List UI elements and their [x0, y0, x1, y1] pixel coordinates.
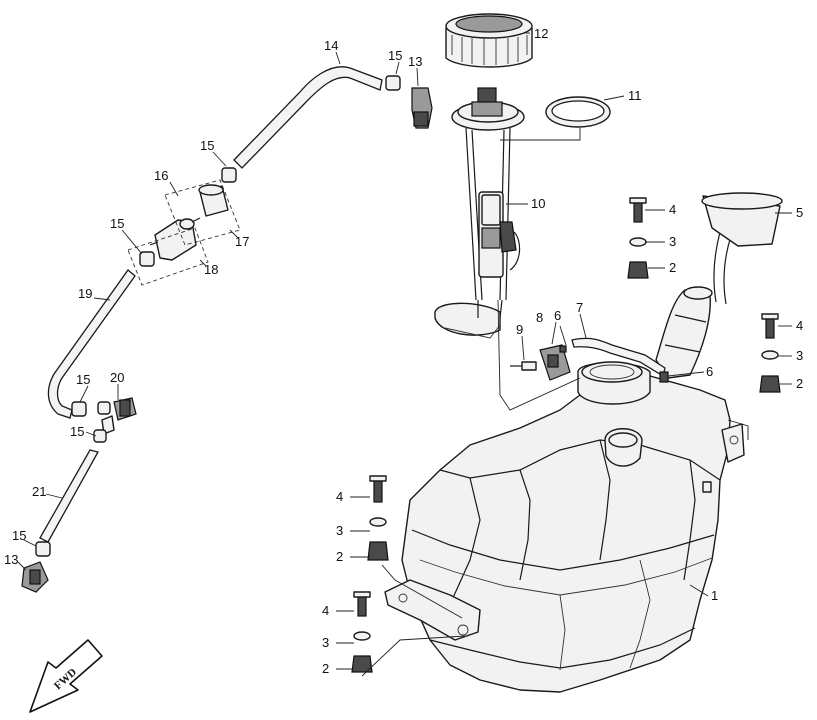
callout-9: 9 [516, 322, 523, 337]
callout-15: 15 [110, 216, 124, 231]
callout-3: 3 [796, 348, 803, 363]
callout-15: 15 [70, 424, 84, 439]
callout-4: 4 [322, 603, 329, 618]
fuel-tank-cap [445, 13, 533, 68]
callout-15: 15 [76, 372, 90, 387]
leader-lines [17, 32, 792, 677]
callout-15: 15 [388, 48, 402, 63]
callout-14: 14 [324, 38, 338, 53]
callout-8: 8 [536, 310, 543, 325]
callout-5: 5 [796, 205, 803, 220]
callout-19: 19 [78, 286, 92, 301]
callout-10: 10 [531, 196, 545, 211]
callout-20: 20 [110, 370, 124, 385]
pump-seal-ring [545, 96, 611, 128]
fuel-pump-assembly [434, 87, 525, 339]
callout-13: 13 [4, 552, 18, 567]
callout-6: 6 [554, 308, 561, 323]
callout-21: 21 [32, 484, 46, 499]
rollover-valve [510, 337, 669, 383]
callout-12: 12 [534, 26, 548, 41]
callout-4: 4 [336, 489, 343, 504]
callout-2: 2 [322, 661, 329, 676]
callout-3: 3 [669, 234, 676, 249]
forward-direction-arrow: FWD [29, 639, 103, 713]
callout-1: 1 [711, 588, 718, 603]
filler-neck-assembly [655, 192, 783, 379]
callout-7: 7 [576, 300, 583, 315]
callout-15: 15 [12, 528, 26, 543]
callout-13: 13 [408, 54, 422, 69]
callout-6: 6 [706, 364, 713, 379]
callout-2: 2 [669, 260, 676, 275]
callout-4: 4 [796, 318, 803, 333]
fuel-line-assembly [21, 66, 433, 593]
callout-17: 17 [235, 234, 249, 249]
mount-stack-left-lower [351, 591, 373, 673]
callout-3: 3 [336, 523, 343, 538]
mount-stack-left-upper [367, 475, 389, 561]
callout-labels: 12 11 10 5 4 3 2 4 3 2 7 6 8 9 6 1 4 3 2… [4, 26, 803, 676]
callout-15: 15 [200, 138, 214, 153]
callout-4: 4 [669, 202, 676, 217]
callout-18: 18 [204, 262, 218, 277]
mount-stack-right-lower [759, 313, 781, 393]
callout-11: 11 [628, 88, 642, 103]
callout-3: 3 [322, 635, 329, 650]
callout-16: 16 [154, 168, 168, 183]
callout-2: 2 [336, 549, 343, 564]
callout-2: 2 [796, 376, 803, 391]
fuel-tank [384, 361, 745, 693]
